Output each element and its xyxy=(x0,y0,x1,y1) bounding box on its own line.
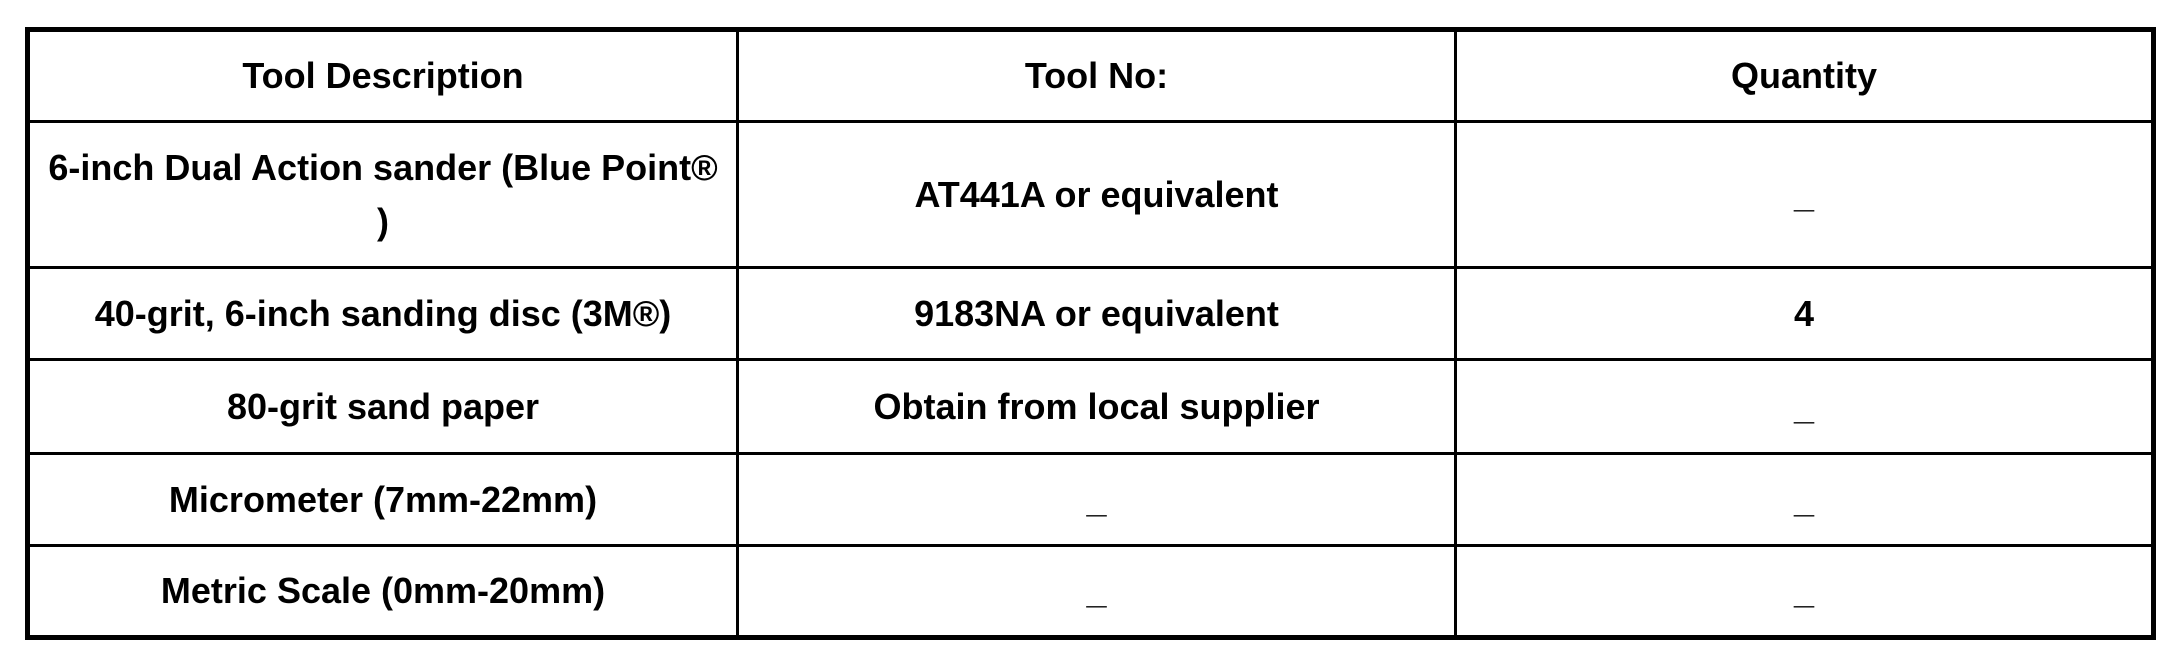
tools-table: Tool Description Tool No: Quantity 6-inc… xyxy=(25,27,2156,640)
cell-tool-no: Obtain from local supplier xyxy=(736,358,1457,455)
cell-quantity: _ xyxy=(1454,544,2155,639)
column-header-tool-description: Tool Description xyxy=(26,28,739,123)
table-row: Micrometer (7mm-22mm) _ _ xyxy=(26,452,2155,547)
cell-quantity: _ xyxy=(1454,120,2155,269)
cell-description: 40-grit, 6-inch sanding disc (3M®) xyxy=(26,266,739,361)
cell-tool-no: _ xyxy=(736,452,1457,547)
cell-quantity: _ xyxy=(1454,358,2155,455)
column-header-tool-no: Tool No: xyxy=(736,28,1457,123)
cell-quantity: _ xyxy=(1454,452,2155,547)
cell-description: Micrometer (7mm-22mm) xyxy=(26,452,739,547)
cell-description: 80-grit sand paper xyxy=(26,358,739,455)
table-row: 6-inch Dual Action sander (Blue Point® )… xyxy=(26,120,2155,269)
cell-tool-no: AT441A or equivalent xyxy=(736,120,1457,269)
column-header-quantity: Quantity xyxy=(1454,28,2155,123)
table-row: 40-grit, 6-inch sanding disc (3M®) 9183N… xyxy=(26,266,2155,361)
cell-tool-no: _ xyxy=(736,544,1457,639)
cell-description: Metric Scale (0mm-20mm) xyxy=(26,544,739,639)
table-row: Metric Scale (0mm-20mm) _ _ xyxy=(26,544,2155,639)
table-header-row: Tool Description Tool No: Quantity xyxy=(26,28,2155,123)
cell-quantity: 4 xyxy=(1454,266,2155,361)
cell-description: 6-inch Dual Action sander (Blue Point® ) xyxy=(26,120,739,269)
cell-tool-no: 9183NA or equivalent xyxy=(736,266,1457,361)
table-row: 80-grit sand paper Obtain from local sup… xyxy=(26,358,2155,455)
